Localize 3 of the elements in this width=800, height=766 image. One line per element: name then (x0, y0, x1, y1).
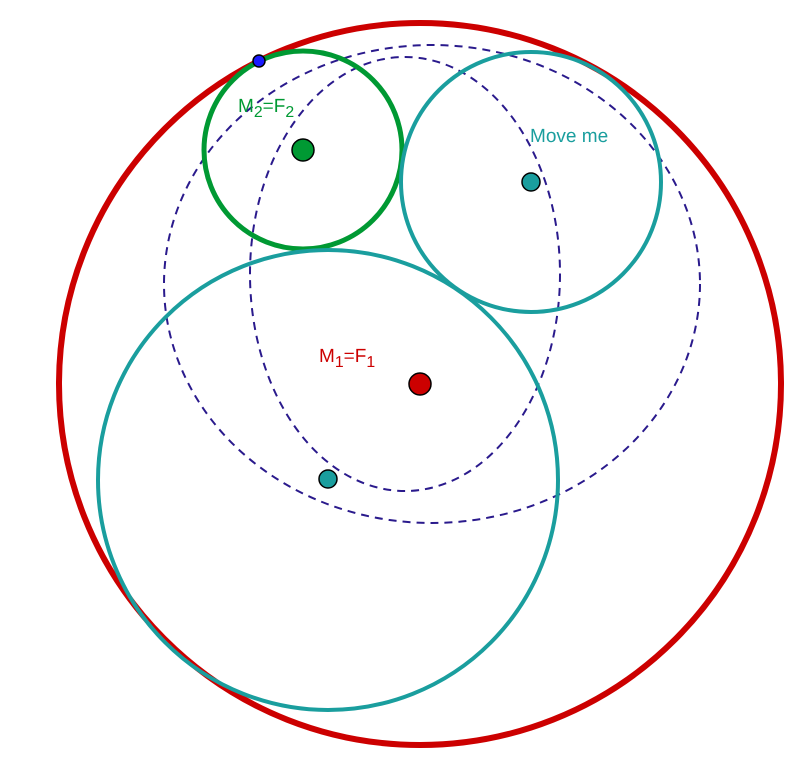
point-label: M$_{1}$=F$_{1}$ (319, 347, 376, 371)
point-label: M$_{2}$=F$_{2}$ (238, 97, 294, 121)
point-label: Move me (530, 127, 608, 146)
